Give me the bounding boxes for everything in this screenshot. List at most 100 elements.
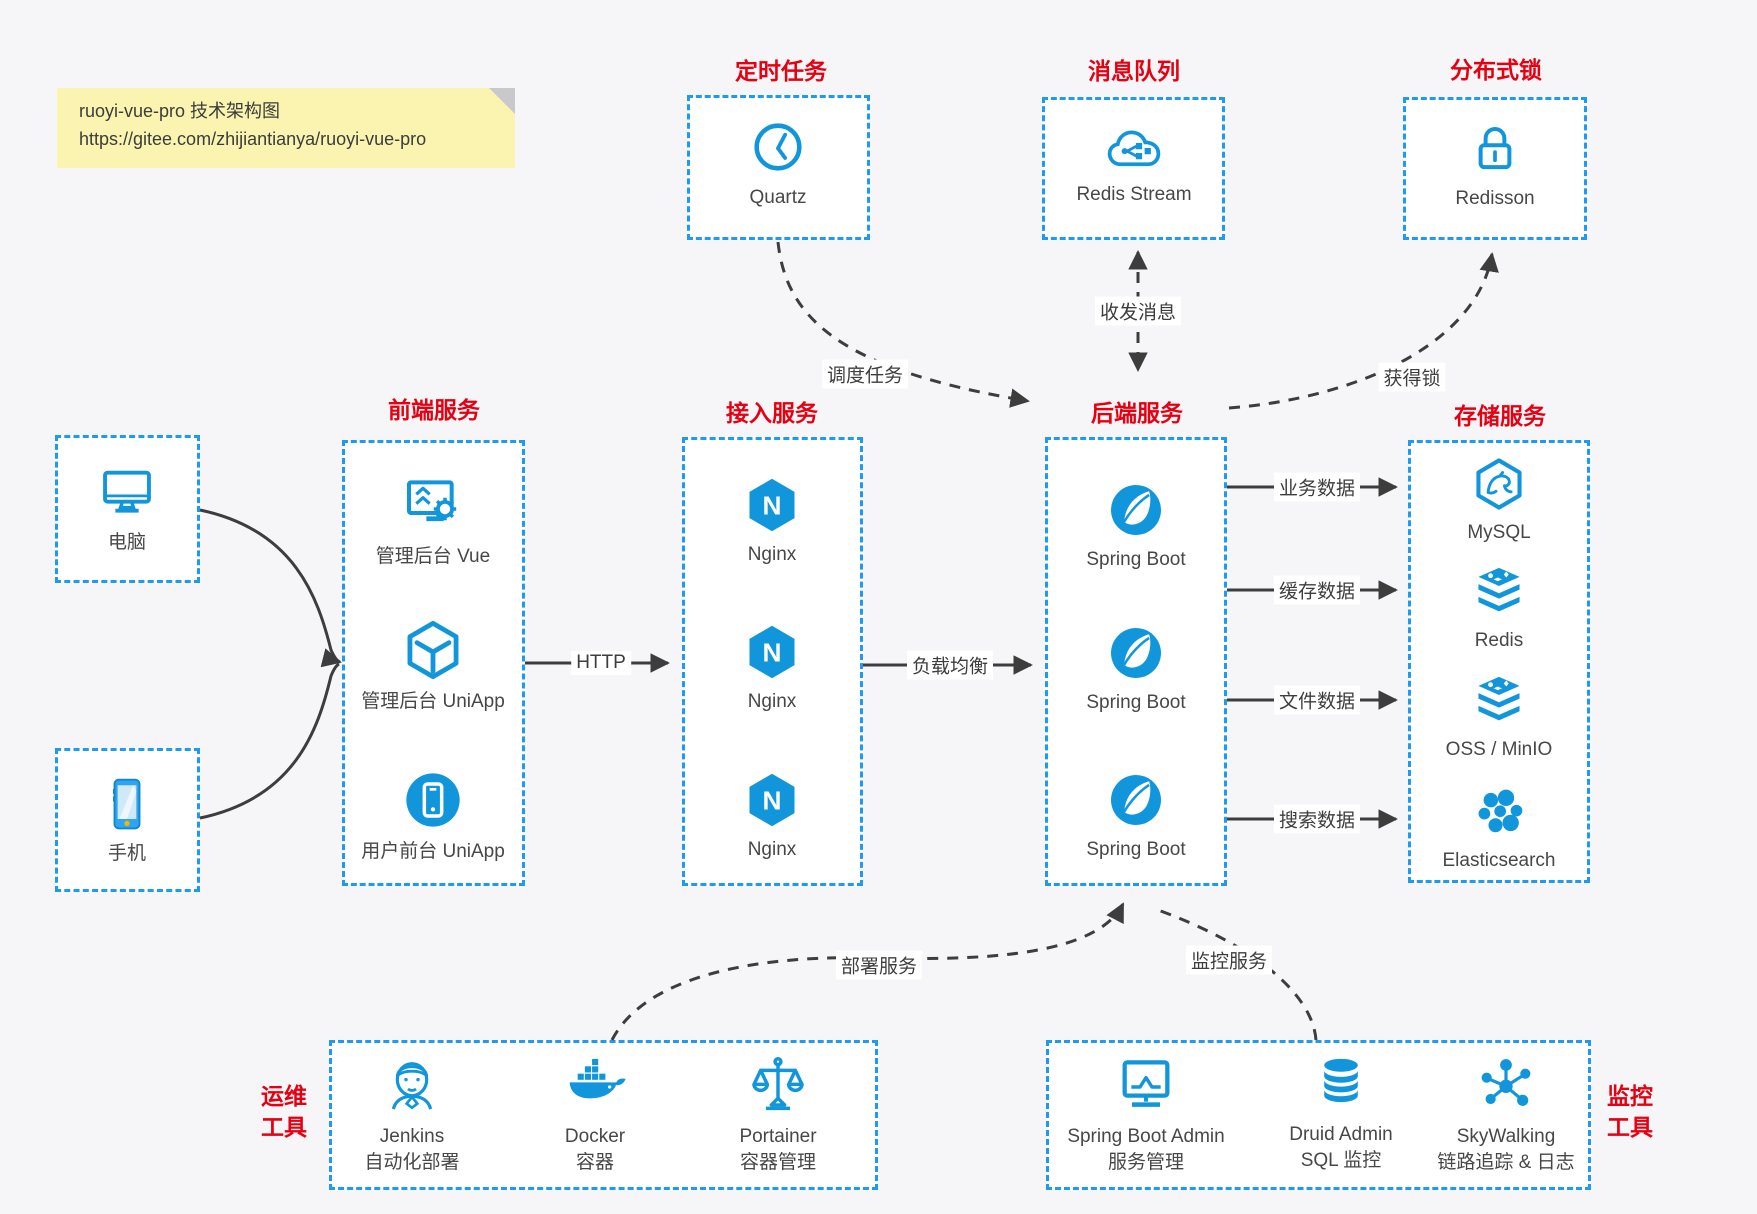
- edge-getlock: [1228, 252, 1499, 410]
- node-phone: 手机: [12, 774, 242, 867]
- mobile-icon: [113, 778, 141, 830]
- node-label: 用户前台 UniApp: [361, 841, 505, 862]
- jenkins-icon: [391, 1062, 433, 1110]
- label-http: HTTP: [571, 651, 631, 675]
- node-nginx-2: N Nginx: [657, 622, 887, 715]
- clock-icon: [754, 123, 802, 171]
- node-redisson: Redisson: [1380, 119, 1610, 212]
- nginx-icon: N: [749, 625, 795, 679]
- label-cache-data: 缓存数据: [1273, 575, 1361, 605]
- label-schedule: 调度任务: [821, 359, 909, 389]
- node-spring-3: Spring Boot: [1021, 770, 1251, 863]
- docker-icon: [569, 1059, 626, 1099]
- svg-text:N: N: [763, 490, 782, 520]
- spring-boot-icon: [1111, 485, 1161, 535]
- title-ops: 运维 工具: [261, 1082, 307, 1140]
- database-icon: [1324, 1058, 1358, 1103]
- node-label: 电脑: [107, 532, 146, 553]
- label-getlock: 获得锁: [1378, 362, 1446, 392]
- node-label: Redis: [1474, 630, 1524, 651]
- node-sba: Spring Boot Admin 服务管理: [1031, 1053, 1261, 1175]
- node-label: Nginx: [747, 839, 797, 860]
- node-label: Spring Boot: [1086, 549, 1186, 570]
- label-monitorsvc: 监控服务: [1185, 945, 1273, 975]
- node-label: 管理后台 UniApp: [361, 691, 505, 712]
- node-elasticsearch: Elasticsearch: [1384, 785, 1614, 874]
- node-label: Redis Stream: [1076, 184, 1192, 205]
- title-storage: 存储服务: [1454, 403, 1546, 429]
- node-druid: Druid Admin SQL 监控: [1226, 1053, 1456, 1173]
- node-label: Quartz: [749, 187, 807, 208]
- title-monitor: 监控 工具: [1607, 1082, 1653, 1140]
- svg-text:N: N: [763, 785, 782, 815]
- node-label: 手机: [107, 843, 146, 864]
- node-spring-2: Spring Boot: [1021, 623, 1251, 716]
- lock-icon: [1478, 127, 1512, 170]
- node-label: Nginx: [747, 691, 797, 712]
- node-user-uniapp: 用户前台 UniApp: [318, 768, 548, 865]
- desktop-icon: [103, 470, 151, 513]
- node-docker: Docker 容器: [480, 1053, 710, 1175]
- cube-icon: [407, 620, 459, 680]
- node-label: Spring Boot: [1086, 692, 1186, 713]
- sticky-note: ruoyi-vue-pro 技术架构图 https://gitee.com/zh…: [57, 88, 515, 168]
- node-label: 管理后台 Vue: [375, 546, 491, 567]
- box-mq: [1042, 97, 1225, 240]
- svg-text:N: N: [763, 637, 782, 667]
- title-gateway: 接入服务: [726, 400, 818, 426]
- node-label: Docker 容器: [564, 1126, 626, 1173]
- node-admin-vue: 管理后台 Vue: [318, 473, 548, 570]
- node-nginx-1: N Nginx: [657, 475, 887, 568]
- title-mq: 消息队列: [1088, 58, 1180, 84]
- node-spring-1: Spring Boot: [1021, 480, 1251, 573]
- label-biz-data: 业务数据: [1273, 472, 1361, 502]
- node-redis-stream: Redis Stream: [1019, 121, 1249, 208]
- node-redis: Redis: [1384, 563, 1614, 654]
- spring-boot-icon: [1111, 628, 1161, 678]
- node-portainer: Portainer 容器管理: [663, 1053, 893, 1175]
- node-label: Jenkins 自动化部署: [364, 1126, 460, 1173]
- cloud-stream-icon: [1107, 130, 1161, 167]
- admin-screen-gear-icon: [407, 480, 457, 522]
- node-quartz: Quartz: [663, 116, 893, 211]
- node-label: Portainer 容器管理: [739, 1126, 817, 1173]
- label-search-data: 搜索数据: [1273, 804, 1361, 834]
- node-label: SkyWalking 链路追踪 & 日志: [1437, 1126, 1575, 1173]
- node-label: Elasticsearch: [1442, 850, 1556, 871]
- monitor-chart-icon: [1122, 1060, 1170, 1107]
- redis-stack-icon: [1478, 567, 1520, 612]
- edge-monitorsvc: [1157, 908, 1318, 1041]
- note-fold-corner: [489, 88, 515, 114]
- nginx-icon: N: [749, 773, 795, 827]
- elasticsearch-icon: [1478, 789, 1523, 833]
- spring-boot-icon: [1111, 775, 1161, 825]
- title-lock: 分布式锁: [1450, 57, 1542, 83]
- storage-stack-icon: [1478, 676, 1520, 721]
- mysql-icon: [1476, 458, 1522, 510]
- node-label: MySQL: [1467, 522, 1531, 543]
- title-backend: 后端服务: [1091, 400, 1183, 426]
- title-scheduler: 定时任务: [735, 58, 827, 84]
- note-url: https://gitee.com/zhijiantianya/ruoyi-vu…: [79, 128, 427, 149]
- node-oss-minio: OSS / MinIO: [1384, 672, 1614, 763]
- label-loadbalance: 负载均衡: [906, 650, 994, 680]
- node-label: Druid Admin SQL 监控: [1289, 1124, 1393, 1171]
- node-label: OSS / MinIO: [1445, 739, 1553, 760]
- node-nginx-3: N Nginx: [657, 770, 887, 863]
- label-message: 收发消息: [1094, 296, 1182, 326]
- node-label: Spring Boot Admin 服务管理: [1067, 1126, 1225, 1173]
- trace-network-icon: [1481, 1059, 1531, 1106]
- node-admin-uniapp: 管理后台 UniApp: [318, 618, 548, 715]
- nginx-icon: N: [749, 478, 795, 532]
- node-pc: 电脑: [12, 461, 242, 556]
- node-skywalking: SkyWalking 链路追踪 & 日志: [1391, 1053, 1621, 1175]
- label-deploy: 部署服务: [835, 950, 923, 980]
- node-mysql: MySQL: [1384, 455, 1614, 546]
- phone-circle-icon: [406, 773, 460, 827]
- scales-icon: [752, 1057, 804, 1111]
- node-label: Nginx: [747, 544, 797, 565]
- node-label: Redisson: [1455, 188, 1535, 209]
- node-jenkins: Jenkins 自动化部署: [297, 1053, 527, 1175]
- node-label: Spring Boot: [1086, 839, 1186, 860]
